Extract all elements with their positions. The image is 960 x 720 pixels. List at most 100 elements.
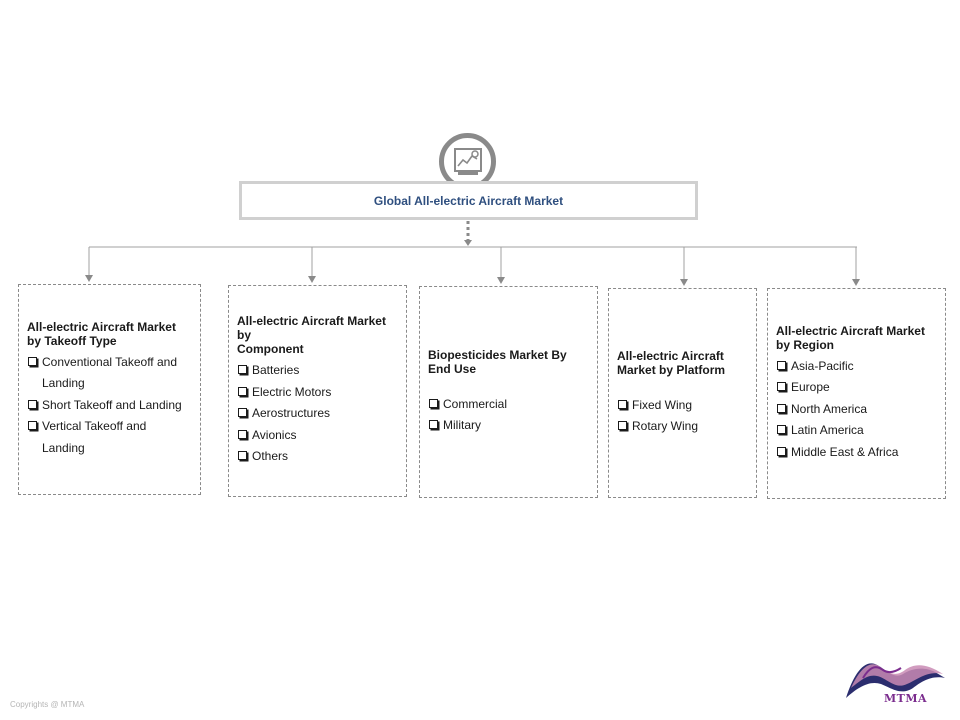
segment-item-label: Aerostructures [252, 403, 330, 425]
segment-list-item: Middle East & Africa [776, 442, 937, 464]
segment-heading-line: All-electric Aircraft Market [776, 323, 925, 338]
segment-item-line: Fixed Wing [632, 397, 693, 412]
segment-list-item: Military [428, 415, 589, 437]
segment-heading-line: All-electric Aircraft Market [27, 319, 176, 334]
segment-item-line: Latin America [791, 423, 864, 438]
segment-item-line: Landing [42, 440, 85, 455]
segment-list-item: Asia-Pacific [776, 356, 937, 378]
segment-spacer [617, 381, 748, 395]
arrowhead-platform [680, 279, 688, 286]
segment-item-line: Landing [42, 376, 85, 391]
segment-item-label: Avionics [252, 425, 296, 447]
segment-item-label: Fixed Wing [632, 395, 692, 417]
copyright-text: Copyrights @ MTMA [10, 700, 85, 709]
center-arrowhead [464, 240, 472, 246]
segment-item-line: Rotary Wing [632, 419, 699, 433]
segment-list-item: Batteries [237, 360, 398, 382]
checkbox-icon [238, 386, 247, 396]
segment-heading-line: by [237, 328, 252, 343]
segment-item-line: Military [443, 418, 481, 432]
checkbox-icon [777, 382, 786, 392]
checkbox-icon [618, 399, 627, 409]
checkbox-icon [238, 365, 247, 375]
segment-list-item: Fixed Wing [617, 395, 748, 417]
segment-item-label: Short Takeoff and Landing [42, 395, 182, 417]
segment-item-label: Batteries [252, 360, 299, 382]
mtma-logo [846, 663, 945, 698]
segment-item-line: Avionics [252, 427, 297, 442]
segment-item-line: Middle East & Africa [791, 444, 899, 459]
market-analysis-icon [453, 147, 482, 175]
checkbox-icon [429, 398, 438, 408]
segment-heading-line: Component [237, 342, 304, 357]
segment-list-item: Commercial [428, 394, 589, 416]
segment-heading-line: All-electric Aircraft [617, 348, 724, 363]
central-icon-circle [439, 133, 496, 190]
segment-list-item: Rotary Wing [617, 416, 748, 438]
checkbox-icon [28, 421, 37, 431]
segment-item-label: Commercial [443, 394, 507, 416]
segment-item-line: Asia-Pacific [791, 358, 854, 373]
segment-item-line: Commercial [443, 396, 508, 411]
segment-item-line: Conventional Takeoff and [42, 354, 177, 369]
checkbox-icon [238, 429, 247, 439]
segment-heading-line: Market by Platform [617, 362, 726, 377]
checkbox-icon [777, 425, 786, 435]
segment-item-line: Vertical Takeoff and [42, 419, 147, 434]
segment-heading-line: by Takeoff Type [27, 333, 117, 348]
segment-heading-line: End Use [428, 361, 477, 376]
segment-item-label: Asia-Pacific [791, 356, 854, 378]
checkbox-icon [28, 399, 37, 409]
segment-item-line: Batteries [252, 363, 300, 378]
checkbox-icon [28, 356, 37, 366]
segment-list-item: Short Takeoff and Landing [27, 395, 192, 417]
checkbox-icon [777, 446, 786, 456]
segment-item-line: Europe [791, 380, 830, 395]
arrowhead-end-use [497, 277, 505, 284]
segment-item-line: Electric Motors [252, 384, 332, 399]
checkbox-icon [238, 451, 247, 461]
segment-item-line: Aerostructures [252, 406, 331, 421]
segment-spacer [428, 380, 589, 394]
segment-list-item: Others [237, 446, 398, 468]
segment-item-line: Others [252, 449, 289, 464]
segment-list-item: Europe [776, 377, 937, 399]
segment-list-item: Aerostructures [237, 403, 398, 425]
segment-heading-line: All-electric Aircraft Market [237, 314, 386, 329]
checkbox-icon [618, 421, 627, 430]
segment-item-line: Short Takeoff and Landing [42, 397, 182, 412]
segment-item-label: Electric Motors [252, 382, 331, 404]
checkbox-icon [777, 403, 786, 413]
segment-list-item: North America [776, 399, 937, 421]
segment-list-item: Latin America [776, 420, 937, 442]
segment-item-label: Middle East & Africa [791, 442, 898, 464]
segment-item-label: North America [791, 399, 867, 421]
segment-item-label: Rotary Wing [632, 416, 698, 438]
checkbox-icon [429, 420, 438, 429]
market-title: Global All-electric Aircraft Market [373, 193, 564, 208]
segment-item-label: Latin America [791, 420, 864, 442]
segment-item-label: Europe [791, 377, 830, 399]
arrowhead-region [852, 279, 860, 286]
segment-item-line: North America [791, 401, 868, 416]
arrowhead-takeoff-type [85, 275, 93, 282]
logo-text: MTMA [884, 692, 928, 705]
